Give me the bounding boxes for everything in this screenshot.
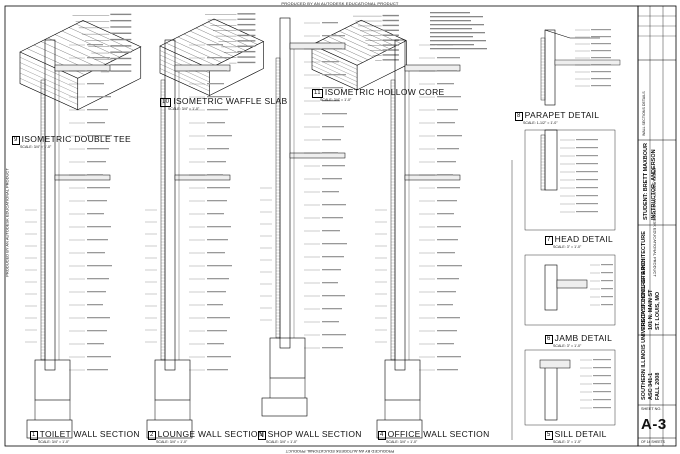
view-scale: SCALE: 3/4" = 1'-0" (168, 107, 200, 111)
title-block-term: FALL 2008 (655, 372, 661, 400)
view-scale: SCALE: 3/4" = 1'-0" (20, 145, 52, 149)
view-scale: SCALE: 3/4" = 1'-0" (156, 440, 188, 444)
title-block-address: 101 N. MAIN ST (648, 289, 654, 330)
title-block-project: PRECAST CONCRETE INC. (641, 258, 647, 330)
annotation-leaders (430, 12, 487, 50)
view-scale: SCALE: 3/4" = 1'-0" (386, 440, 418, 444)
view-scale: SCALE: 3/4" = 1'-0" (266, 440, 298, 444)
view-scale: SCALE: 3" = 1'-0" (553, 344, 582, 348)
view-scale: SCALE: 3" = 1'-0" (553, 245, 582, 249)
view-scale: SCALE: 3/4" = 1'-0" (320, 98, 352, 102)
title-block-sheet-count: OF 14 SHEETS (641, 440, 665, 444)
title-block-student: STUDENT: BRETT MAXBOUR (643, 143, 649, 220)
detail-drawings (524, 29, 621, 426)
title-block-course: ASC 341-1 (648, 372, 654, 400)
title-block-sheet-label: SHEET NO. (641, 407, 662, 411)
view-scale: SCALE: 1-1/2" = 1'-0" (523, 121, 558, 125)
title-block-instructor: INSTRUCTOR: ANDERSON (651, 149, 657, 220)
header-stamp: PRODUCED BY AN AUTODESK EDUCATIONAL PROD… (281, 1, 399, 6)
isometric-hollow-core-drawing (311, 14, 407, 91)
title-block-sheet-number: A-3 (641, 416, 667, 433)
title-block-city: ST. LOUIS, MO (655, 291, 661, 330)
wall-section-drawings (25, 17, 462, 439)
isometric-waffle-slab-drawing (159, 13, 265, 96)
view-scale: SCALE: 3" = 1'-0" (553, 440, 582, 444)
view-scale: SCALE: 3/4" = 1'-0" (38, 440, 70, 444)
isometric-double-tee-drawing (19, 13, 142, 111)
title-block-sheet-title: WALL SECTIONS DETAILS (642, 91, 646, 136)
